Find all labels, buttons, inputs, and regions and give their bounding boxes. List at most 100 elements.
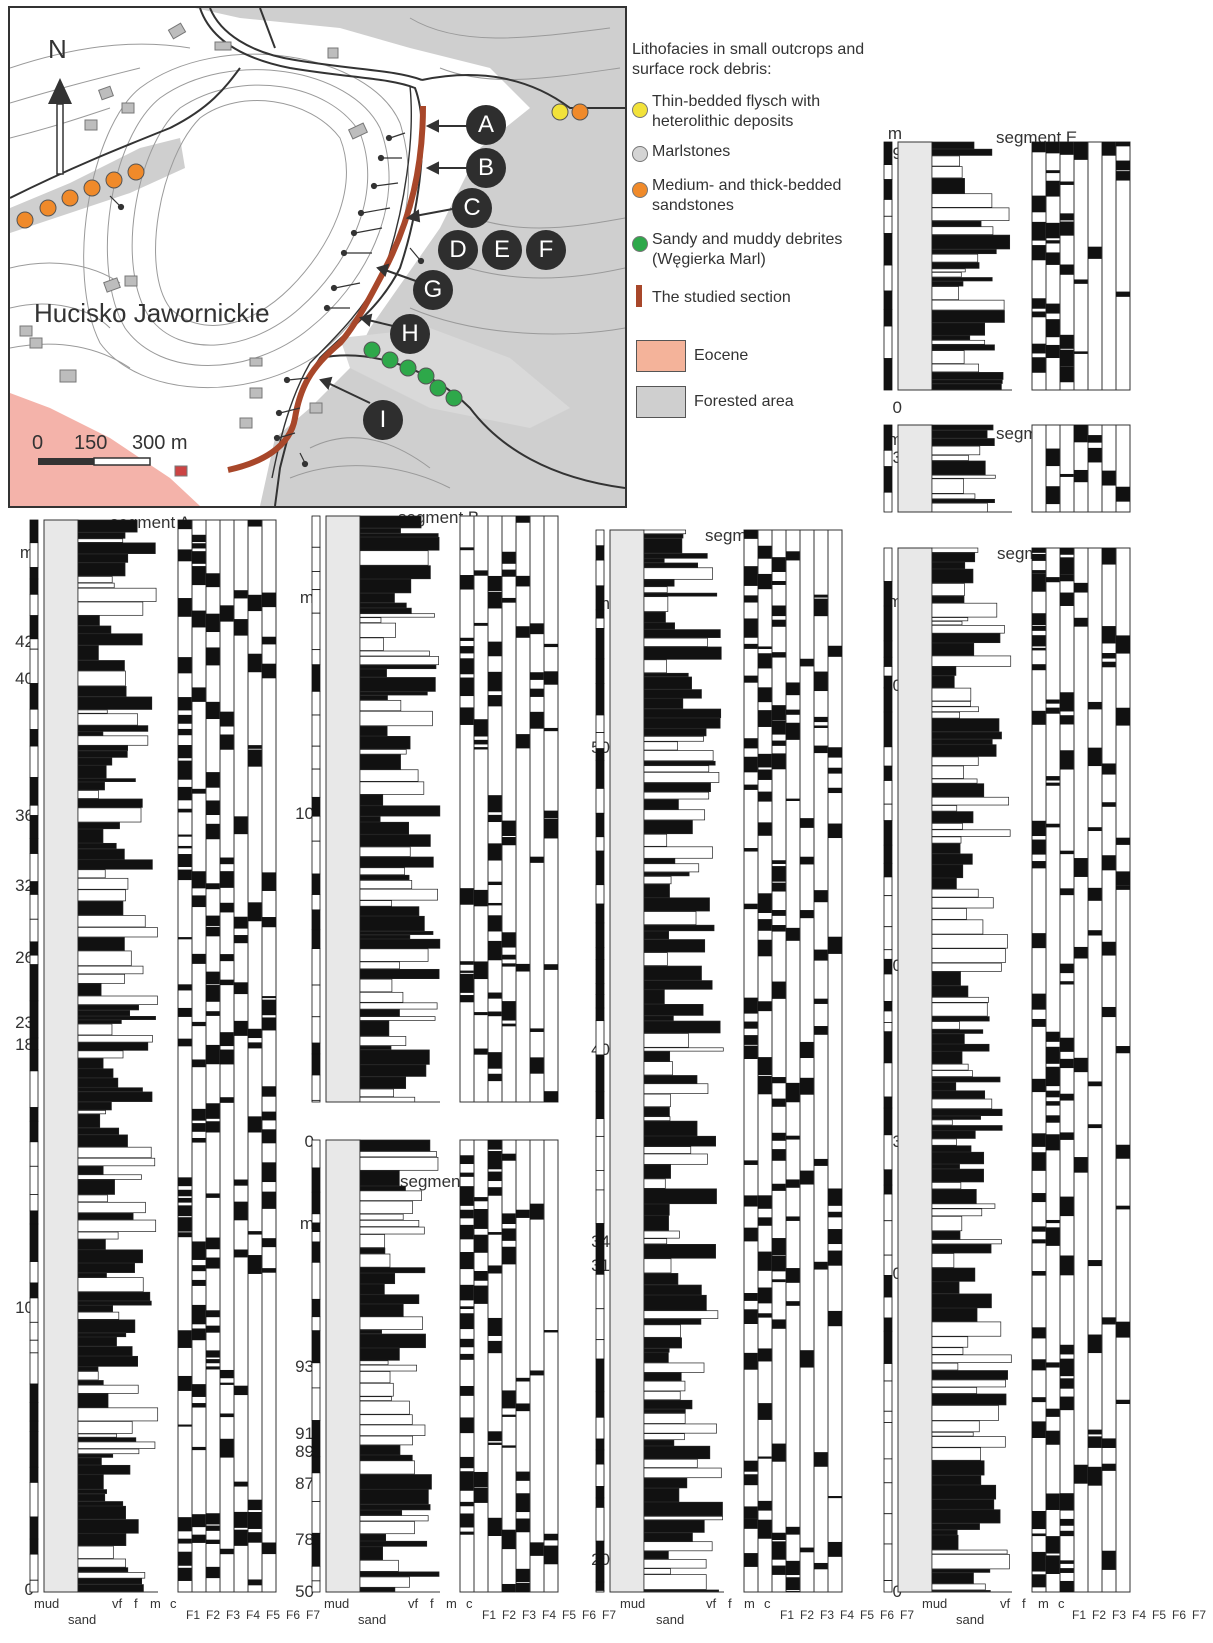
bed <box>359 781 425 795</box>
facies-mark <box>178 1232 192 1238</box>
facies-mark <box>758 687 772 703</box>
bed <box>931 1554 1010 1570</box>
facies-mark <box>474 1197 488 1202</box>
facies-column <box>1101 141 1117 391</box>
scale-bar-segment <box>595 683 605 716</box>
scale-label: 42 <box>15 632 34 651</box>
facies-mark <box>192 953 206 964</box>
bed <box>359 1294 420 1305</box>
bed <box>931 1119 953 1126</box>
bed <box>359 1489 429 1505</box>
facies-mark <box>758 939 772 957</box>
facies-mark <box>206 985 220 1002</box>
facies-mark <box>516 1518 530 1533</box>
bed <box>643 897 710 912</box>
scale-bar-segment <box>311 1042 321 1055</box>
scale-bar-segment <box>311 612 321 651</box>
facies-mark <box>744 566 758 586</box>
scale-bar-segment <box>311 649 321 666</box>
facies-mark <box>1116 1144 1130 1159</box>
scale-bar-segment <box>883 1220 893 1256</box>
facies-mark <box>262 1238 276 1248</box>
bed <box>359 1267 426 1274</box>
facies-mark <box>206 1325 220 1333</box>
bed <box>77 950 132 966</box>
facies-mark <box>516 1377 530 1382</box>
bed <box>359 1587 396 1593</box>
facies-mark <box>234 1511 248 1528</box>
facies-mark <box>220 902 234 913</box>
bed <box>359 1504 431 1511</box>
facies-mark <box>178 1038 192 1047</box>
grain-f: f <box>1022 1596 1026 1611</box>
scale-bar-segment <box>595 1581 605 1591</box>
facies-mark <box>1060 1568 1074 1573</box>
bed <box>931 445 981 456</box>
bed <box>77 1489 107 1494</box>
scale-bar-segment <box>883 1107 893 1136</box>
bed <box>643 533 684 539</box>
bed <box>931 310 1005 323</box>
bed <box>643 1215 669 1231</box>
bed <box>643 611 666 623</box>
facies-mark <box>488 641 502 657</box>
scale-bar-segment <box>311 589 321 614</box>
facies-mark <box>744 675 758 683</box>
bed <box>77 973 125 984</box>
bed <box>359 613 435 618</box>
facies-mark <box>1060 1378 1074 1389</box>
scale-bar-segment <box>29 615 39 640</box>
scale-bar-segment <box>595 1438 605 1451</box>
scale-bar-segment <box>311 546 321 572</box>
scale-bar-segment <box>311 948 321 986</box>
facies-mark <box>248 594 262 612</box>
facies-mark <box>1060 888 1074 896</box>
scale-bar-segment <box>595 884 605 905</box>
debrite-dot <box>429 379 447 397</box>
bed <box>77 1016 156 1020</box>
bed <box>359 1226 425 1235</box>
bed <box>643 1445 711 1460</box>
facies-mark <box>206 1103 220 1119</box>
facies-mark <box>206 926 220 937</box>
facies-mark <box>1046 1031 1060 1042</box>
bed <box>931 1151 985 1165</box>
bed <box>77 731 104 736</box>
scale-end: 300 m <box>132 432 188 454</box>
scale-bar-segment <box>595 922 605 949</box>
facies-mark <box>786 551 800 561</box>
bed <box>359 1400 410 1415</box>
bed <box>359 794 384 806</box>
scale-bar-segment <box>311 1167 321 1193</box>
bed <box>359 906 420 917</box>
facies-mark <box>1032 343 1046 354</box>
facies-mark <box>488 1052 502 1069</box>
facies-mark <box>772 925 786 932</box>
bed <box>643 1051 671 1062</box>
facies-mark <box>206 1237 220 1250</box>
facies-mark <box>460 1417 474 1434</box>
scale-bar-segment <box>595 1135 605 1171</box>
facies-mark <box>1102 1317 1116 1325</box>
bed <box>77 1035 153 1043</box>
scale-bar-segment <box>883 1096 893 1109</box>
scale-bar-segment <box>595 903 605 924</box>
facies-mark <box>758 1500 772 1511</box>
facies-mark <box>1032 570 1046 574</box>
facies-mark <box>1060 142 1074 155</box>
bed <box>77 660 125 671</box>
scale-bar-segment <box>595 1463 605 1487</box>
facies-mark <box>772 605 786 617</box>
facies-mark <box>828 1541 842 1557</box>
scale-label: 0 <box>304 1132 314 1151</box>
bed <box>931 335 971 341</box>
bed <box>931 642 975 656</box>
legend-heading: Lithofacies in small outcrops and surfac… <box>632 41 865 78</box>
bed <box>359 617 382 623</box>
legend-swatch-flysch <box>632 102 648 118</box>
grain-vf: vf <box>112 1596 123 1611</box>
facies-mark <box>1046 142 1060 154</box>
scale-bar-segment <box>29 881 39 895</box>
facies-mark <box>786 1591 800 1592</box>
facies-mark <box>178 1424 192 1427</box>
